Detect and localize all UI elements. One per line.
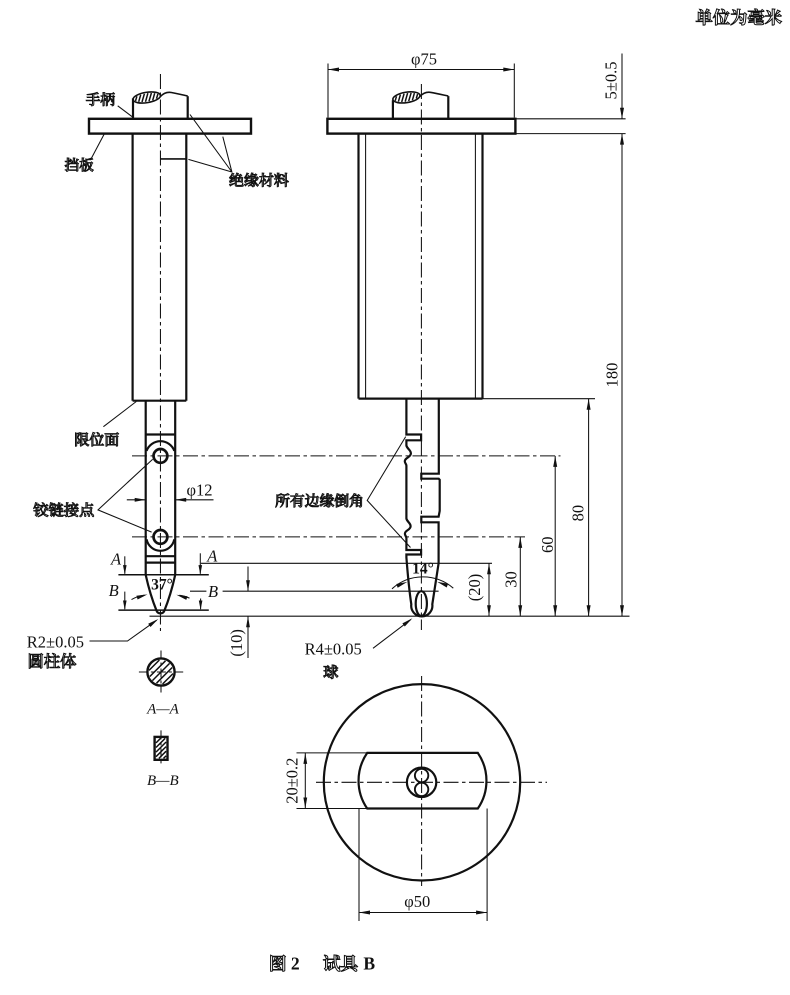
leader-guard <box>89 134 105 161</box>
figure-caption: 2 B 图 2 试具 B <box>269 953 375 974</box>
label-insulation: 绝缘材料 <box>228 172 290 190</box>
dim-length-80: 80 <box>569 505 588 522</box>
leader-r4 <box>372 618 413 649</box>
dim-angle-side: 14° <box>412 560 434 577</box>
dim-tip-radius-side: R4±0.05 <box>305 640 362 659</box>
dim-phi75: φ75 <box>327 50 515 118</box>
label-hinge: 铰链接点 <box>32 501 95 520</box>
section-bb: B—B <box>147 730 179 789</box>
dim-180-5: 5±0.5 180 <box>602 53 624 617</box>
leader-chamfer <box>366 436 411 548</box>
svg-text:球: 球 <box>323 665 338 682</box>
svg-text:B: B <box>363 953 375 973</box>
section-aa: A—A <box>138 650 184 717</box>
dim-finger-diameter: φ12 <box>186 481 212 500</box>
dim-80: 80 <box>569 398 591 617</box>
leader-stop-face <box>103 401 137 428</box>
svg-text:单位为毫米: 单位为毫米 <box>696 9 782 28</box>
dim-30: 30 <box>502 536 523 617</box>
label-handle: 手柄 <box>85 91 116 109</box>
label-sphere: 球 <box>322 664 339 682</box>
dim-slot-length: φ50 <box>404 892 430 911</box>
dim-10: (10) <box>227 566 250 658</box>
dim-r4: R4±0.05 <box>305 640 362 659</box>
front-handle <box>131 91 189 119</box>
leader-insulation <box>188 114 233 173</box>
side-body <box>357 133 484 400</box>
dim-angle-37: 37° <box>131 577 190 601</box>
dim-20: (20) <box>465 563 491 617</box>
front-finger <box>144 400 177 615</box>
dim-slot-width: 20±0.2 <box>283 758 302 804</box>
side-guard-plate <box>326 117 517 135</box>
svg-text:挡板: 挡板 <box>65 156 95 174</box>
leader-handle <box>117 105 134 119</box>
dim-length-10: (10) <box>227 629 246 657</box>
dim-angle-front: 37° <box>151 577 173 594</box>
svg-text:手柄: 手柄 <box>86 92 115 109</box>
hinge-pin-bottom <box>152 528 169 546</box>
dim-plate-diameter: φ75 <box>411 50 437 69</box>
label-chamfer: 所有边缘倒角 <box>274 492 364 510</box>
svg-text:2: 2 <box>291 953 300 973</box>
side-finger <box>403 398 441 618</box>
section-letter: B <box>109 581 119 600</box>
dim-length-20: (20) <box>465 574 484 602</box>
label-cylinder: 圆柱体 <box>28 652 77 671</box>
label-guard: 挡板 <box>64 156 95 174</box>
plate-extension-lines <box>515 118 626 135</box>
dim-length-30: 30 <box>502 571 521 588</box>
hinge-pin-top <box>152 447 169 465</box>
bottom-view-slot <box>357 751 488 810</box>
ref-lines-taper <box>190 562 492 592</box>
dim-angle-14: 14° <box>391 560 454 590</box>
dim-phi50: φ50 <box>358 808 488 921</box>
front-shaft <box>131 133 188 402</box>
svg-text:绝缘材料: 绝缘材料 <box>229 173 289 190</box>
section-letter: A <box>110 550 122 569</box>
dim-r2: R2±0.05 <box>27 632 84 651</box>
svg-text:限位面: 限位面 <box>74 432 119 449</box>
label-stop-face: 限位面 <box>74 431 120 449</box>
dim-length-60: 60 <box>538 536 557 553</box>
section-aa-label: A—A <box>146 701 180 717</box>
dim-length-180: 180 <box>603 363 622 388</box>
svg-text:图 2 试具 B: 图 2 试具 B <box>269 954 356 974</box>
svg-text:铰链接点: 铰链接点 <box>33 502 94 520</box>
leader-hinge <box>97 458 154 533</box>
side-handle <box>391 91 450 119</box>
section-letter: B <box>208 582 218 601</box>
leader-r2 <box>89 619 159 642</box>
svg-text:所有边缘倒角: 所有边缘倒角 <box>275 493 364 510</box>
dim-60: 60 <box>538 455 558 617</box>
dim-20-02: 20±0.2 <box>283 752 371 810</box>
bottom-view-centerlines <box>316 676 547 886</box>
section-bb-label: B—B <box>147 773 179 789</box>
dim-plate-thickness: 5±0.5 <box>602 62 621 100</box>
section-letter: A <box>206 547 218 566</box>
dim-tip-radius-front: R2±0.05 <box>27 632 84 651</box>
front-guard-plate <box>87 117 253 135</box>
svg-text:圆柱体: 圆柱体 <box>28 652 77 671</box>
unit-note: 单位为毫米 <box>695 8 783 28</box>
dim-phi12: φ12 <box>126 481 214 502</box>
